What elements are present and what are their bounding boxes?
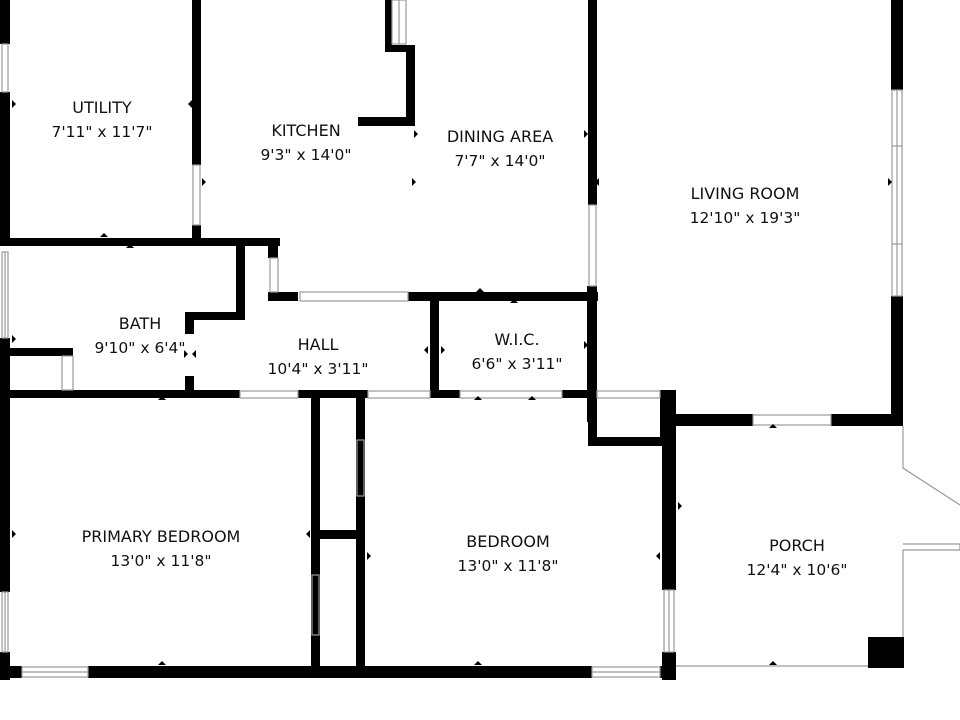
opening-closet-primary: [311, 574, 320, 636]
label-primary-bedroom: PRIMARY BEDROOM: [82, 527, 241, 546]
wall-bath-hall-vert: [185, 312, 194, 334]
opening-closet-bedroom: [356, 439, 365, 497]
dims-living-room: 12'10" x 19'3": [690, 209, 801, 227]
opening-bath-closet: [61, 355, 74, 391]
wall-hall-top-right: [408, 292, 598, 301]
dimension-markers: [12, 100, 892, 665]
porch-post-inner: [877, 644, 897, 662]
label-dining-area: DINING AREA: [447, 127, 553, 146]
wall-bath-hall-horz: [185, 312, 245, 320]
wall-bottom-right: [660, 666, 676, 678]
wall-mid-band-4: [562, 390, 597, 398]
wall-bath-hall-vert-lower: [185, 376, 194, 398]
label-porch: PORCH: [769, 536, 825, 555]
dims-wic: 6'6" x 3'11": [471, 355, 562, 373]
wall-closet-shelf: [311, 530, 365, 539]
wall-bath-closet-right: [268, 238, 278, 258]
wall-living-right-top: [891, 0, 903, 90]
dims-bath: 9'10" x 6'4": [94, 339, 185, 357]
walls: [0, 0, 904, 680]
wall-bath-top-right: [236, 238, 245, 312]
label-hall: HALL: [298, 335, 339, 354]
wall-dining-living: [588, 0, 597, 205]
label-kitchen: KITCHEN: [271, 121, 340, 140]
wall-bottom-left: [0, 666, 22, 678]
wall-living-right-bottom: [891, 296, 903, 426]
wall-kitchen-notch-top: [385, 0, 392, 52]
label-living-room: LIVING ROOM: [691, 184, 800, 203]
wall-bath-closet: [10, 348, 73, 356]
dims-kitchen: 9'3" x 14'0": [260, 146, 351, 164]
window-utility: [1, 43, 9, 93]
dims-hall: 10'4" x 3'11": [268, 360, 369, 378]
wall-dining-living-lower: [587, 286, 597, 422]
wall-kitchen-counter: [358, 117, 415, 126]
wall-upper-band: [0, 238, 280, 246]
room-labels: UTILITY 7'11" x 11'7" KITCHEN 9'3" x 14'…: [52, 98, 848, 579]
porch-outline-right: [902, 426, 960, 506]
wall-utility-kitchen: [192, 0, 201, 165]
porch-step: [902, 543, 960, 637]
wall-living-bottom-right: [831, 414, 903, 426]
wall-mid-band-3: [430, 390, 460, 398]
dims-utility: 7'11" x 11'7": [52, 123, 153, 141]
opening-jog: [596, 390, 661, 399]
wall-living-bottom-left: [660, 414, 753, 426]
label-bath: BATH: [119, 314, 161, 333]
wall-left-upper: [0, 0, 10, 44]
label-utility: UTILITY: [72, 98, 132, 117]
wall-closet-bottom: [268, 292, 298, 301]
opening-hall-closet: [299, 291, 409, 302]
label-bedroom: BEDROOM: [466, 532, 550, 551]
opening-bedroom-door: [367, 390, 431, 399]
wall-utility-kitchen-stub: [192, 225, 201, 243]
opening-wic-door: [459, 390, 563, 399]
opening-primary-door: [239, 390, 299, 399]
wall-jog-horz: [588, 437, 670, 446]
wall-mid-band-1: [0, 390, 240, 398]
opening-closet-door: [269, 257, 279, 293]
windows-and-openings: [1, 0, 960, 678]
wall-bottom-mid: [88, 666, 592, 678]
dims-bedroom: 13'0" x 11'8": [458, 557, 559, 575]
wall-left-mid: [0, 92, 10, 246]
wall-kitchen-notch-horz: [385, 45, 415, 52]
wall-hall-wic: [430, 292, 439, 398]
opening-living-porch: [752, 414, 832, 426]
opening-utility-kitchen: [192, 164, 201, 226]
wall-jog-vert: [588, 390, 597, 446]
wall-kitchen-notch-vert: [406, 45, 415, 125]
opening-dining-living: [588, 204, 597, 287]
wall-left-lower: [0, 338, 10, 592]
label-wic: W.I.C.: [494, 330, 539, 349]
dims-porch: 12'4" x 10'6": [747, 561, 848, 579]
wall-mid-band-2: [298, 390, 368, 398]
dims-dining-area: 7'7" x 14'0": [454, 152, 545, 170]
wall-bedroom-right-upper: [662, 390, 676, 590]
dims-primary-bedroom: 13'0" x 11'8": [111, 552, 212, 570]
